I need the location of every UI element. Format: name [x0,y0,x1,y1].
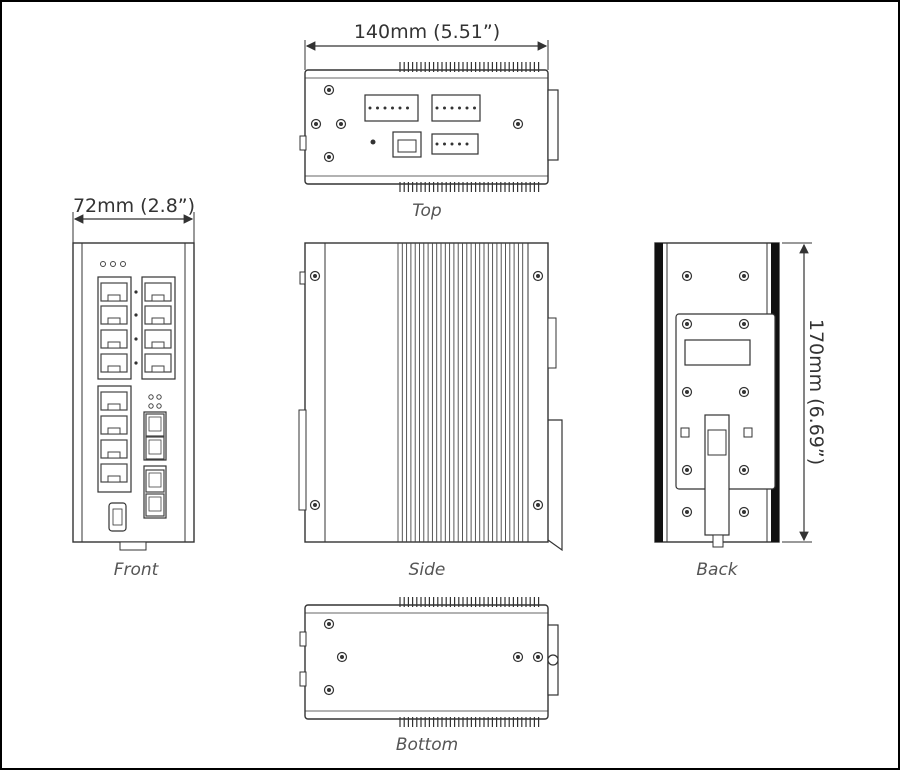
terminal-pin [376,106,379,110]
terminal-block-3 [431,133,479,155]
depth-dimension-label: 72mm (2.8”) [73,195,195,217]
top-view-caption: Top [412,201,442,221]
bottom-view: Bottom [299,597,559,755]
height-dimension-label: 170mm (6.69”) [805,319,827,465]
bottom-view-caption: Bottom [396,735,458,755]
terminal-pin [473,106,476,110]
terminal-pin [383,106,387,110]
front-view: 72mm (2.8”) [72,195,195,580]
terminal-pin [450,106,454,110]
usb-port [108,502,127,532]
front-view-caption: Front [114,560,160,580]
terminal-block-2 [431,94,481,122]
terminal-pin [406,106,409,110]
terminal-pin [391,106,394,110]
terminal-pin [465,106,469,110]
back-view-caption: Back [696,560,738,580]
terminal-pin [443,106,446,110]
top-view: 140mm (5.51”) Top [299,21,559,221]
terminal-pin [458,142,461,146]
side-view-caption: Side [409,560,446,580]
terminal-pin [450,142,454,146]
back-view: 170mm (6.69”) Back [654,242,827,580]
terminal-pin [458,106,461,110]
terminal-pin [435,106,439,110]
terminal-pin [443,142,446,146]
console-port [392,131,422,158]
width-dimension-label: 140mm (5.51”) [354,21,500,43]
terminal-pin [465,142,469,146]
terminal-pin [368,106,372,110]
din-rail-clip [704,414,730,536]
side-view: Side [298,242,563,580]
terminal-pin [435,142,439,146]
terminal-pin [398,106,402,110]
